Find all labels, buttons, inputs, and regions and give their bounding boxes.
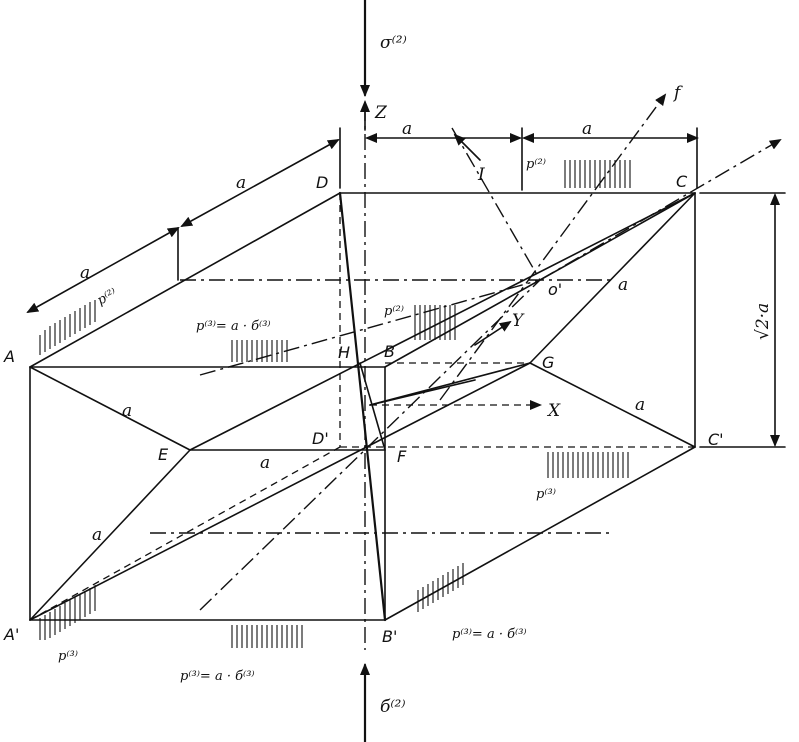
label-point-D-prime: D' — [312, 429, 329, 448]
dim-line-a-1 — [26, 227, 180, 313]
label-dim-height: √2·a — [753, 303, 773, 340]
label-point-E: E — [158, 445, 169, 464]
centerline-c-ext — [539, 138, 782, 281]
load-hatch-top-back — [564, 160, 631, 188]
diag-E-C — [189, 192, 696, 451]
label-dim-a-EF: a — [260, 453, 270, 473]
label-point-H: H — [338, 343, 350, 362]
load-hatch-top-left — [39, 300, 96, 355]
label-dim-a-CG: a — [618, 275, 628, 295]
load-hatch-top-right — [414, 305, 456, 340]
label-axis-f: f — [672, 83, 683, 103]
label-axis-z: Z — [374, 103, 388, 123]
label-axis-I: I — [477, 165, 485, 185]
label-stress-bottom: б⁽²⁾ — [380, 697, 406, 717]
dim-line-a-2 — [180, 139, 340, 227]
dimensions — [26, 127, 786, 448]
label-point-A-prime: A' — [3, 625, 19, 644]
label-dim-a-EA': a — [92, 525, 102, 545]
center-lines — [150, 93, 782, 650]
edge-A-E — [29, 366, 191, 451]
label-dim-a-GC': a — [635, 395, 645, 415]
axis-f-line — [439, 93, 667, 401]
label-point-D: D — [316, 173, 328, 192]
label-point-A: A — [3, 347, 15, 366]
label-p2-top-back: p⁽²⁾ — [526, 157, 546, 172]
label-point-C: C — [676, 172, 688, 191]
y-axis-arrow — [474, 320, 512, 346]
label-p3-eq-front: p⁽³⁾= a · б⁽³⁾ — [180, 669, 255, 684]
label-point-F: F — [397, 447, 407, 466]
label-dim-a-top1: a — [402, 119, 412, 139]
label-dim-a-AE: a — [122, 401, 132, 421]
label-p3-bottom-left: p⁽³⁾ — [58, 649, 78, 664]
label-dim-a-left1: a — [236, 173, 246, 193]
label-dim-a-top2: a — [582, 119, 592, 139]
edge-E-A' — [29, 449, 191, 621]
label-point-O-prime: o' — [548, 280, 562, 299]
ray-center-1 — [369, 379, 476, 406]
label-p3-eq-top: p⁽³⁾= a · б⁽³⁾ — [196, 319, 271, 334]
label-axis-x: X — [546, 401, 561, 421]
load-hatch-top-center — [231, 340, 288, 362]
label-p3-eq-right: p⁽³⁾= a · б⁽³⁾ — [452, 627, 527, 642]
edge-C-G — [529, 192, 696, 364]
label-dim-a-left2: a — [80, 263, 90, 283]
load-hatch-bottom-right — [417, 563, 464, 612]
load-hatch-bottom-left — [39, 585, 96, 640]
edge-D-B' — [338, 191, 387, 622]
label-axis-y: Y — [512, 311, 525, 331]
label-p2-top-left: p⁽²⁾ — [95, 286, 120, 309]
label-point-C-prime: C' — [708, 430, 724, 449]
label-point-B-prime: B' — [382, 627, 397, 646]
label-stress-top: σ⁽²⁾ — [380, 33, 407, 53]
edge-G-C' — [529, 362, 696, 448]
edge-H-F — [359, 362, 386, 451]
inner-section — [29, 191, 696, 622]
label-p2-top-center: p⁽²⁾ — [384, 304, 404, 319]
load-hatch-bottom-center — [231, 625, 303, 648]
load-hatch-right-face — [547, 452, 629, 478]
label-point-G: G — [542, 353, 554, 372]
label-p3-right: p⁽³⁾ — [536, 487, 556, 502]
diag-A'-G — [29, 362, 531, 621]
label-point-B: B — [384, 342, 395, 361]
centerline-diag-mid — [199, 279, 541, 611]
axis-I-line — [451, 127, 541, 281]
